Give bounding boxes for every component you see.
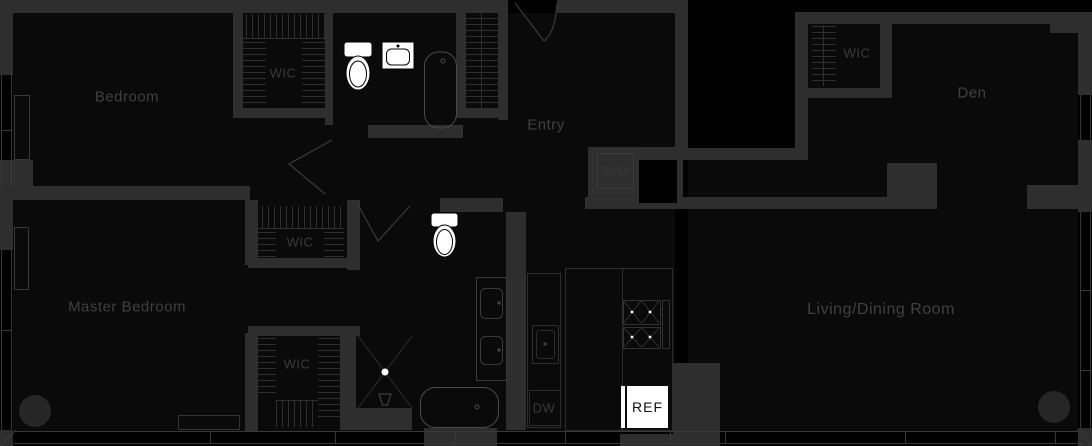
sink-icon [381,41,415,70]
bathtub-icon [424,51,457,129]
window-bottom [0,429,1092,446]
column [19,395,51,427]
wall-top-mid [557,0,688,13]
wall-master-right-a [245,200,258,265]
shower-icon [357,335,413,409]
room-label-bedroom: Bedroom [94,88,160,106]
wall-bath2-kitchen [506,212,526,430]
room-label-bedroom-wic: WIC [269,65,297,81]
room-label-master-wic-lower: WIC [283,356,311,372]
wall-den-bottom-b [1027,185,1078,200]
wall-left-pier [0,160,33,188]
room-label-master-wic-upper: WIC [286,234,314,250]
toilet-icon [343,41,373,91]
washer-dryer-outline [592,149,638,193]
window-seat [178,415,240,430]
room-label-den: Den [957,84,987,102]
wall-master-wic-lower-top [248,326,360,336]
bath1-door-swing [287,139,333,195]
entry-closet-shelf [466,12,498,112]
kitchen-counter-left [527,273,561,428]
appliance-label-wd: W/D [602,164,628,178]
master-wic-lower-shelf-left [254,338,276,394]
unit-floor-den [808,24,1078,185]
wall-den-bottom-a [887,163,937,200]
wall-master-right-b [245,333,258,432]
wall-left-b [0,185,13,250]
wall-notch-bottom [675,148,808,160]
master-wic-lower-shelf-right [318,338,340,418]
wd-niche [639,160,677,203]
master-wic-upper-shelf-right [324,232,344,262]
window-left [1,75,30,430]
wall-right-a [1078,12,1092,95]
bedroom-wic-shelf-right [302,42,326,108]
den-wic-rail [823,26,824,86]
wall-notch-left [675,0,688,160]
wall-right-c [1078,428,1092,446]
wall-top-right [795,12,1050,24]
wall-bed-master-divider [0,186,250,200]
den-wic-shelf [812,26,836,86]
room-label-master-bedroom: Master Bedroom [68,298,186,316]
wall-bedroom-wic-bottom [233,108,333,118]
wall-living-top-b [1027,197,1078,209]
wall-top-left [0,0,508,13]
refrigerator-label: REF [632,399,663,415]
dishwasher-outline [529,390,561,426]
double-vanity-icon [476,277,507,381]
bedroom-wic-shelf-left [242,42,266,108]
room-label-entry: Entry [527,116,565,134]
wall-left-a [0,0,13,75]
wall-den-wic-bottom [800,88,890,98]
entry-closet-rail [481,12,482,112]
kitchen-sink-icon [536,330,555,359]
wall-right-b [1078,140,1092,212]
wall-bath2-top [440,198,503,212]
wall-den-wic-left [795,12,808,160]
wall-master-wic-lower-right [340,333,356,430]
column [1038,391,1070,423]
window-right [1080,95,1091,428]
wall-shower-bottom [346,408,412,430]
entry-door-swing [514,2,558,42]
bedroom-wic-shelf-top [240,14,325,39]
room-label-den-wic: WIC [843,45,871,61]
wall-left-c [0,430,13,446]
master-wic-upper-shelf-left [258,232,276,262]
master-wic-lower-shelf-bottom [276,400,318,427]
wall-master-wic-upper-bottom [248,258,360,268]
master-wic-upper-shelf-top [256,206,344,229]
bathtub-icon [420,387,499,428]
wall-bedroom-wic-left [233,10,243,118]
wall-entry-closet-bottom [456,108,508,118]
toilet-icon [430,212,459,258]
appliance-label-dw: DW [532,400,556,416]
room-label-living-dining: Living/Dining Room [807,301,955,318]
wall-below-tub2 [424,428,497,446]
refrigerator-door [621,386,625,428]
wall-entry-closet-left [456,8,466,116]
wall-den-wic-right [880,12,892,98]
range-icon [623,300,670,349]
wall-entry-closet-right [498,8,508,120]
wall-master-wic-upper-right [347,200,360,270]
refrigerator: REF [627,386,668,428]
wall-bedroom-wic-right [325,10,333,125]
master-hall-door-swing [356,202,411,243]
